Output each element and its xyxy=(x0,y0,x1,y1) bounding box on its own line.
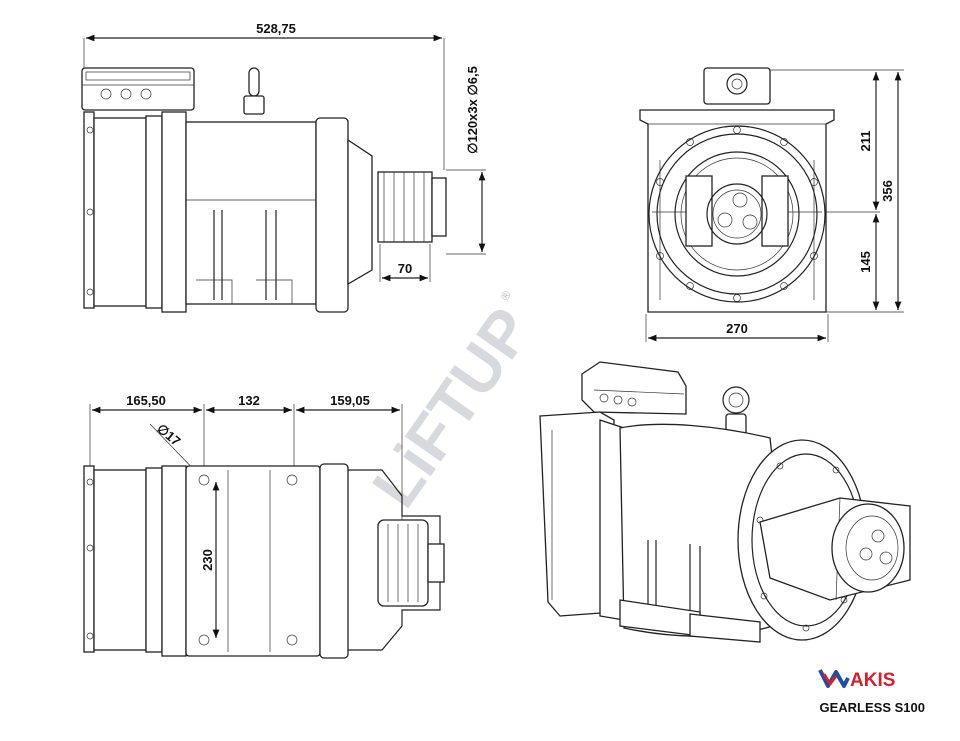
side-view: 528,75 xyxy=(81,21,486,313)
watermark-text: LiFTUP xyxy=(358,295,545,520)
dim-total-height: 356 xyxy=(880,180,895,202)
liftup-watermark: LiFTUP ® xyxy=(358,288,545,520)
brand-name: AKIS xyxy=(850,670,895,691)
dim-offset-2: 132 xyxy=(238,393,260,408)
dim-sheave-width: 70 xyxy=(398,261,412,276)
dim-overall-length: 528,75 xyxy=(256,21,296,36)
dim-offset-1: 165,50 xyxy=(126,393,166,408)
dim-upper-height: 211 xyxy=(858,131,873,152)
dim-flange-holes: ∅120x3x ∅6,5 xyxy=(465,66,480,154)
dim-base-width: 270 xyxy=(726,321,748,336)
dim-offset-3: 159,05 xyxy=(330,393,370,408)
akis-logo: AKIS xyxy=(818,664,918,692)
dim-lower-height: 145 xyxy=(858,251,873,273)
front-view: 211 356 145 270 xyxy=(639,67,904,342)
dim-bolt-diameter: ∅17 xyxy=(154,421,183,449)
isometric-view xyxy=(539,361,911,643)
product-title: GEARLESS S100 xyxy=(819,700,926,715)
bottom-view: 165,50 132 159,05 ∅17 230 xyxy=(83,393,445,659)
dim-foot-spacing: 230 xyxy=(200,549,215,571)
watermark-registered-mark: ® xyxy=(498,288,515,303)
